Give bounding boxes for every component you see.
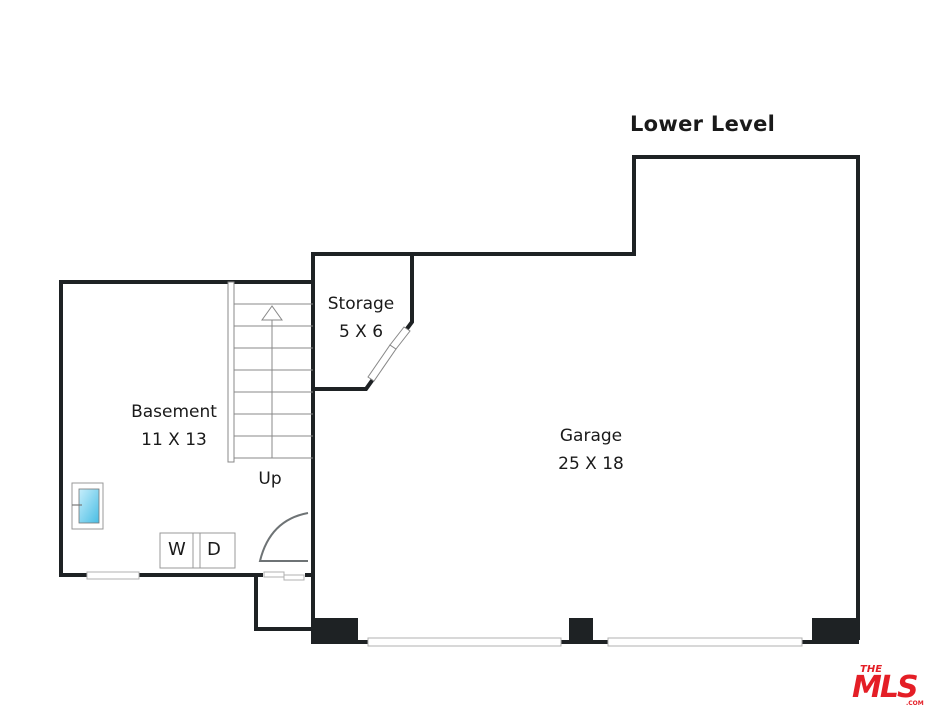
basement-wall xyxy=(59,280,313,577)
garage-room-label: Garage 25 X 18 xyxy=(531,422,651,478)
garage-door-2 xyxy=(607,637,803,647)
garage-door-1 xyxy=(367,637,562,647)
stair-rail xyxy=(227,281,235,463)
garage-pillar-left xyxy=(311,618,358,644)
closet-wall xyxy=(254,575,313,631)
garage-pillar-middle xyxy=(569,618,593,644)
washer-dryer xyxy=(159,532,236,569)
logo-the: THE xyxy=(860,664,883,675)
logo-mls: MLS xyxy=(852,670,919,705)
stairs-up-label: Up xyxy=(258,469,282,489)
mls-logo: THE MLS .COM xyxy=(852,664,927,712)
logo-com: .COM xyxy=(906,700,924,707)
floor-title: Lower Level xyxy=(630,112,776,136)
basement-name: Basement xyxy=(131,402,217,422)
door-swing xyxy=(258,512,309,562)
stair-up-arrow-icon xyxy=(261,305,283,321)
basement-window xyxy=(86,571,140,580)
dryer-label: D xyxy=(207,539,221,560)
storage-door xyxy=(367,344,397,382)
storage-room-label: Storage 5 X 6 xyxy=(314,290,408,346)
storage-dims: 5 X 6 xyxy=(338,322,384,342)
storage-wall xyxy=(313,373,378,391)
storage-name: Storage xyxy=(327,294,395,314)
washer-label: W xyxy=(168,539,186,560)
basement-dims: 11 X 13 xyxy=(141,430,207,450)
garage-wall xyxy=(311,155,860,640)
basement-room-label: Basement 11 X 13 xyxy=(114,398,234,454)
garage-dims: 25 X 18 xyxy=(558,454,624,474)
garage-name: Garage xyxy=(559,426,623,446)
garage-pillar-right xyxy=(812,618,859,644)
sink-icon xyxy=(71,482,104,530)
